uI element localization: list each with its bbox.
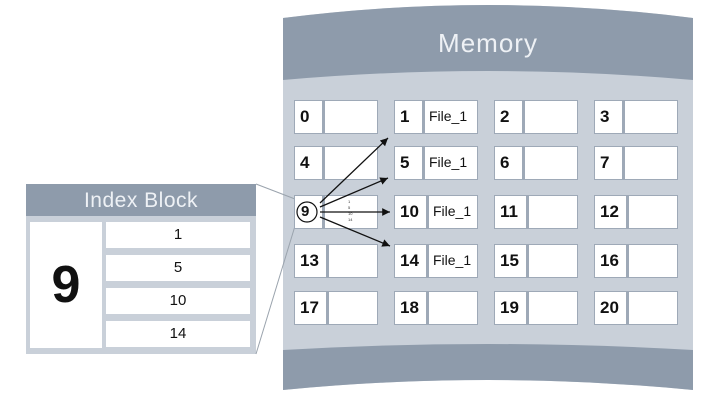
memory-block: 11 (494, 195, 578, 229)
block-content (624, 146, 678, 180)
memory-header-band (283, 5, 693, 80)
memory-block: 15 (494, 244, 578, 278)
block-content (628, 244, 678, 278)
block-number: 2 (494, 100, 523, 134)
block-number: 3 (594, 100, 623, 134)
block-content: File_1 (424, 100, 478, 134)
block-content (428, 291, 478, 325)
block-number: 7 (594, 146, 623, 180)
block-number: 6 (494, 146, 523, 180)
block-content (628, 195, 678, 229)
memory-block: 17 (294, 291, 378, 325)
zoom-line-bottom (255, 225, 296, 355)
block-content (528, 291, 578, 325)
memory-block: 19 (494, 291, 578, 325)
block-content (528, 195, 578, 229)
block-content (328, 244, 378, 278)
index-entry: 5 (106, 255, 250, 281)
block-number: 14 (394, 244, 427, 278)
tiny-entry: 5 (348, 205, 351, 210)
memory-block: 6 (494, 146, 578, 180)
block-number: 12 (594, 195, 627, 229)
block-content: File_1 (428, 244, 478, 278)
block-content (328, 291, 378, 325)
memory-block: 16 (594, 244, 678, 278)
block-content (324, 100, 378, 134)
block-content (528, 244, 578, 278)
block-number: 5 (394, 146, 423, 180)
block-9-marker: 9 (301, 203, 310, 220)
block-number: 10 (394, 195, 427, 229)
tiny-entry: 14 (348, 217, 353, 222)
block-content (524, 100, 578, 134)
block-content: File_1 (428, 195, 478, 229)
zoom-line-top (255, 183, 296, 200)
block-number: 15 (494, 244, 527, 278)
block-number: 11 (494, 195, 527, 229)
block-number: 16 (594, 244, 627, 278)
block-number: 13 (294, 244, 327, 278)
memory-block: 0 (294, 100, 378, 134)
block-content (524, 146, 578, 180)
memory-block: 13 (294, 244, 378, 278)
memory-block: 18 (394, 291, 478, 325)
index-block-title: Index Block (83, 189, 199, 212)
memory-block: 3 (594, 100, 678, 134)
memory-panel (283, 5, 693, 390)
block-number: 0 (294, 100, 323, 134)
index-entry: 10 (106, 288, 250, 314)
memory-block: 12 (594, 195, 678, 229)
block-content: File_1 (424, 146, 478, 180)
index-entry: 14 (106, 321, 250, 347)
memory-title: Memory (438, 28, 538, 58)
memory-block: 4 (294, 146, 378, 180)
index-entry: 1 (106, 222, 250, 248)
block-content (628, 291, 678, 325)
memory-block: 7 (594, 146, 678, 180)
block-number: 1 (394, 100, 423, 134)
tiny-entry: 10 (348, 211, 353, 216)
index-block-number: 9 (30, 222, 102, 348)
tiny-entry: 1 (348, 199, 351, 204)
block-number: 4 (294, 146, 323, 180)
block-content (624, 100, 678, 134)
block-number: 17 (294, 291, 327, 325)
block-content (324, 146, 378, 180)
block-number: 18 (394, 291, 427, 325)
block-number: 20 (594, 291, 627, 325)
block-number: 19 (494, 291, 527, 325)
memory-footer-band (283, 344, 693, 390)
memory-block: 2 (494, 100, 578, 134)
memory-block: 20 (594, 291, 678, 325)
